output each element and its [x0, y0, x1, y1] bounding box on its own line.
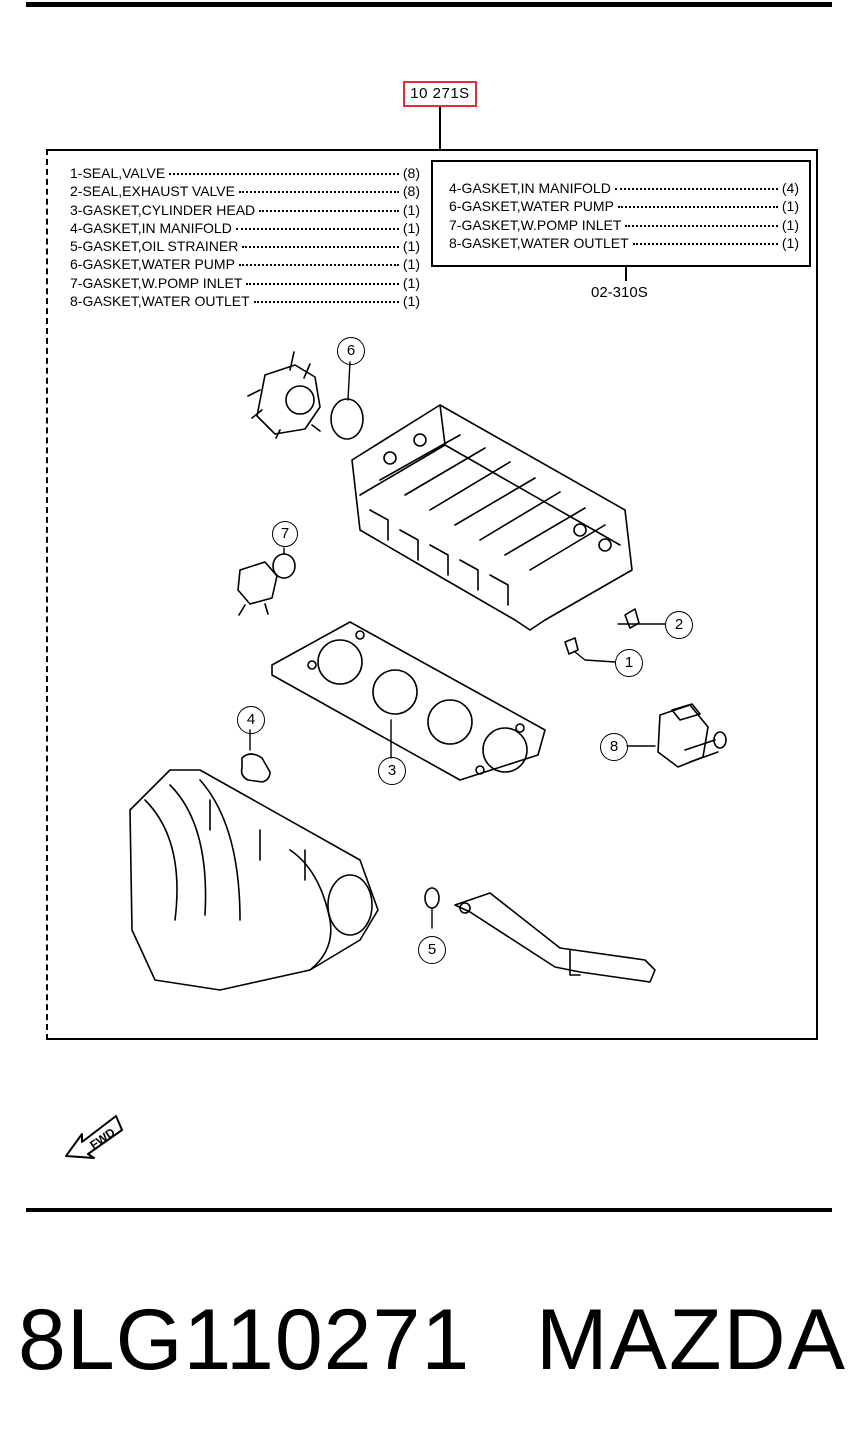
exhaust-valve-seal-drawing — [624, 608, 640, 629]
callout-1[interactable]: 1 — [615, 649, 643, 677]
water-pump-inlet-drawing — [237, 561, 278, 616]
bottom-rule — [26, 1208, 832, 1212]
list-item: 7-GASKET,W.POMP INLET(1) — [70, 274, 420, 291]
list-item: 8-GASKET,WATER OUTLET(1) — [70, 293, 420, 310]
water-outlet-drawing — [657, 703, 727, 768]
kit-reference-leader — [439, 107, 441, 151]
list-item: 7-GASKET,W.POMP INLET(1) — [449, 216, 799, 233]
oil-strainer-gasket — [424, 887, 440, 909]
sub-kit-code: 02-310S — [591, 284, 648, 301]
forward-arrow-icon: FWD — [65, 1115, 123, 1159]
parts-list: 1-SEAL,VALVE(8) 2-SEAL,EXHAUST VALVE(8) … — [70, 165, 420, 311]
callout-8[interactable]: 8 — [600, 733, 628, 761]
callout-5[interactable]: 5 — [418, 936, 446, 964]
oil-strainer-drawing — [454, 892, 656, 983]
callout-4[interactable]: 4 — [237, 706, 265, 734]
cylinder-head-gasket — [271, 621, 546, 781]
list-item: 6-GASKET,WATER PUMP(1) — [449, 198, 799, 215]
water-pump-inlet-gasket — [272, 553, 296, 579]
list-item: 8-GASKET,WATER OUTLET(1) — [449, 234, 799, 251]
valve-seal-drawing — [564, 637, 579, 655]
exploded-parts-diagram — [129, 351, 727, 991]
sub-kit-list: 4-GASKET,IN MANIFOLD(4) 6-GASKET,WATER P… — [449, 180, 799, 253]
intake-manifold-gasket — [240, 753, 271, 783]
callout-3[interactable]: 3 — [378, 757, 406, 785]
leader-lines — [249, 361, 666, 929]
cylinder-head-drawing — [351, 404, 633, 631]
sub-kit-leader — [625, 267, 627, 281]
list-item: 1-SEAL,VALVE(8) — [70, 165, 420, 181]
callout-2[interactable]: 2 — [665, 611, 693, 639]
sub-kit-box — [431, 160, 811, 267]
list-item: 6-GASKET,WATER PUMP(1) — [70, 256, 420, 273]
callout-6[interactable]: 6 — [337, 337, 365, 365]
brand-name: MAZDA — [536, 1292, 847, 1388]
list-item: 3-GASKET,CYLINDER HEAD(1) — [70, 201, 420, 218]
list-item: 4-GASKET,IN MANIFOLD(1) — [70, 219, 420, 236]
intake-manifold-drawing — [129, 769, 379, 991]
list-item: 5-GASKET,OIL STRAINER(1) — [70, 238, 420, 255]
water-pump-drawing — [247, 351, 321, 439]
diagram-frame — [46, 149, 818, 1040]
water-pump-gasket — [330, 398, 364, 440]
part-number: 8LG110271 — [18, 1292, 471, 1388]
list-item: 2-SEAL,EXHAUST VALVE(8) — [70, 183, 420, 200]
list-item: 4-GASKET,IN MANIFOLD(4) — [449, 180, 799, 196]
top-rule — [26, 2, 832, 7]
callout-7[interactable]: 7 — [272, 521, 298, 547]
kit-reference-label[interactable]: 10 271S — [403, 81, 477, 107]
